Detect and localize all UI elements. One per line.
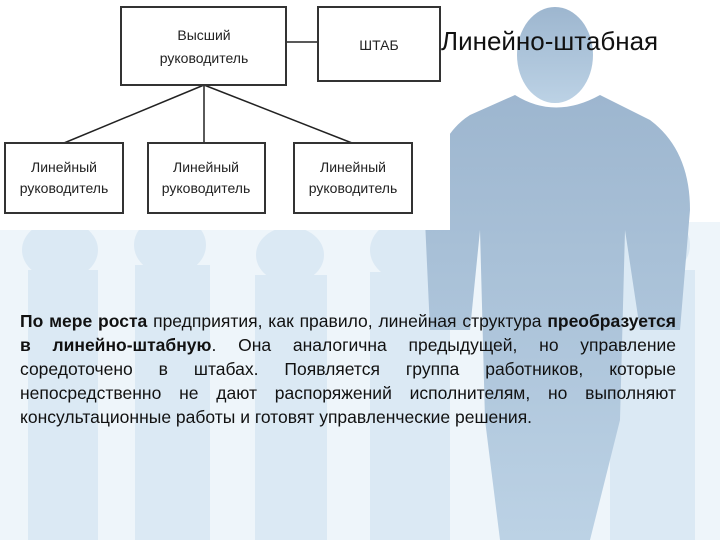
node-line-manager-1: Линейный руководитель bbox=[4, 142, 124, 214]
org-chart-diagram: Высший руководитель ШТАБ Линейный руково… bbox=[0, 0, 450, 230]
slide-title: Линейно-штабная bbox=[441, 26, 659, 56]
node-line-manager-2-line2: руководитель bbox=[162, 180, 250, 196]
node-staff-label: ШТАБ bbox=[359, 37, 398, 53]
connector-left bbox=[63, 84, 205, 144]
body-bold-1: По мере роста bbox=[20, 311, 148, 331]
body-bold-2: преобразуется в линейно-штабную bbox=[20, 311, 676, 355]
connector-right bbox=[203, 84, 353, 144]
node-top-manager: Высший руководитель bbox=[120, 6, 287, 86]
node-line-manager-2-line1: Линейный bbox=[173, 159, 239, 175]
node-line-manager-2: Линейный руководитель bbox=[147, 142, 266, 214]
body-text-2: . Она аналогична предыдущей, но управлен… bbox=[20, 335, 677, 427]
node-line-manager-3-line1: Линейный bbox=[320, 159, 386, 175]
body-paragraph: По мере роста предприятия, как правило, … bbox=[20, 309, 676, 429]
node-top-manager-line2: руководитель bbox=[160, 50, 248, 66]
body-text-1: предприятия, как правило, линейная струк… bbox=[147, 311, 548, 331]
node-line-manager-1-line1: Линейный bbox=[31, 159, 97, 175]
node-top-manager-line1: Высший bbox=[177, 27, 230, 43]
node-line-manager-3: Линейный руководитель bbox=[293, 142, 413, 214]
node-staff: ШТАБ bbox=[317, 6, 441, 82]
node-line-manager-1-line2: руководитель bbox=[20, 180, 108, 196]
node-line-manager-3-line2: руководитель bbox=[309, 180, 397, 196]
